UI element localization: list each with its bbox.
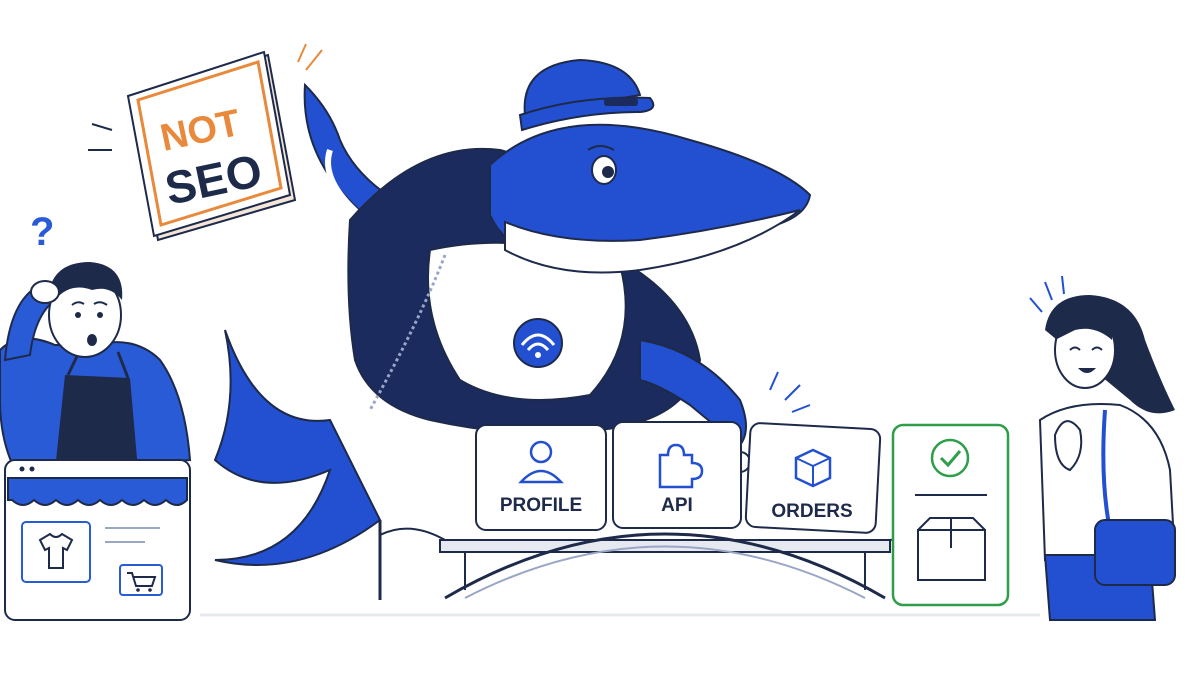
check-icon [930, 438, 970, 478]
question-mark: ? [30, 210, 54, 254]
tile-orders: ORDERS [744, 422, 882, 534]
tile-api: API [612, 421, 742, 529]
delivered-card [891, 423, 1010, 607]
tile-api-label: API [661, 495, 693, 516]
bridge [378, 520, 952, 600]
happy-customer [1029, 275, 1177, 621]
not-seo-sign: NOT SEO [88, 43, 323, 242]
puzzle-icon [658, 443, 704, 489]
tile-orders-label: ORDERS [771, 501, 852, 522]
tshirt-icon [38, 532, 74, 569]
storefront-window [4, 459, 191, 621]
package-icon [794, 448, 832, 488]
confused-shopkeeper [0, 262, 192, 472]
tile-profile-label: PROFILE [500, 495, 582, 516]
cart-icon [127, 572, 157, 592]
box-icon [917, 517, 986, 581]
tile-profile: PROFILE [475, 424, 607, 531]
whale-mascot [213, 58, 812, 566]
user-icon [518, 440, 564, 484]
